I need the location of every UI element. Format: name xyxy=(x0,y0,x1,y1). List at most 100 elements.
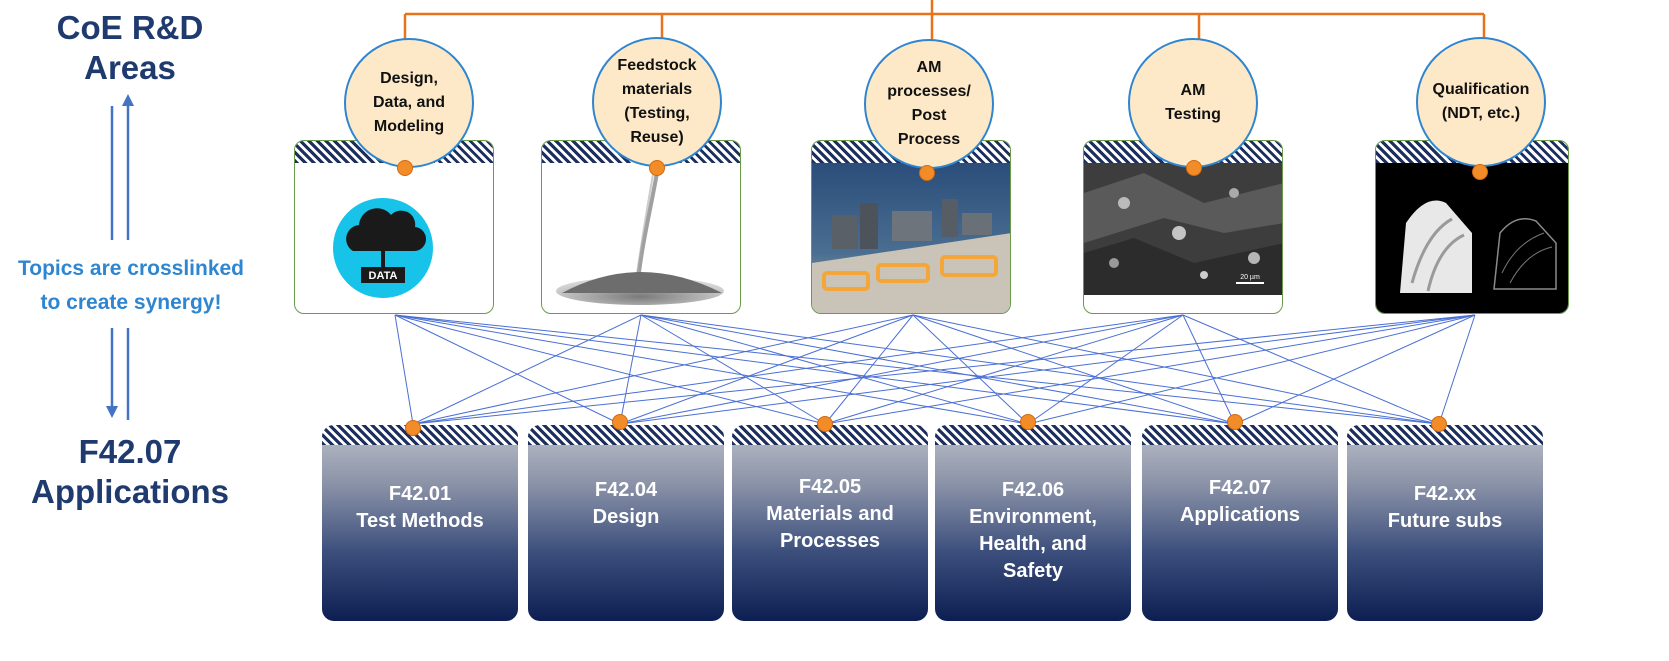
crosslink-note: Topics are crosslinked to create synergy… xyxy=(0,252,262,320)
crosslink-line xyxy=(394,314,1029,425)
crosslink-line xyxy=(394,314,1236,425)
area-card-feedstock xyxy=(541,140,741,314)
side-arrows xyxy=(106,94,134,420)
area-card-am-testing: 20 µm xyxy=(1083,140,1283,314)
sub-name: Design xyxy=(592,506,660,528)
crosslink-line xyxy=(619,314,1476,425)
crosslink-line xyxy=(412,314,642,425)
sub-name: Environment, xyxy=(969,506,1097,528)
circle-line: AM xyxy=(1180,82,1206,99)
hatch-band xyxy=(528,425,724,445)
crosslink-line xyxy=(394,314,621,425)
circle-line: Feedstock xyxy=(617,57,697,74)
sub-name: Future subs xyxy=(1387,510,1503,532)
sub-code: F42.01 xyxy=(388,483,452,505)
area-card-am-processes xyxy=(811,140,1011,314)
crosslink-line xyxy=(640,314,1029,425)
crosslink-line xyxy=(912,314,1029,425)
crosslink-line xyxy=(394,314,826,425)
sub-name: Safety xyxy=(1002,560,1064,582)
crosslink-line xyxy=(1182,314,1236,425)
crosslink-line xyxy=(1438,314,1476,425)
area-qualification-circle: Qualification (NDT, etc.) xyxy=(1416,37,1546,167)
hatch-band xyxy=(1347,425,1543,445)
top-tree-lines xyxy=(403,0,1486,40)
area-am-testing-circle: AM Testing xyxy=(1128,38,1258,168)
crosslink-line xyxy=(824,314,914,425)
sub-connector-dot xyxy=(1431,416,1447,432)
area-connector-dot xyxy=(919,165,935,181)
area-card-design: DATA xyxy=(294,140,494,314)
title-line: F42.07 xyxy=(78,433,182,470)
crosslink-line xyxy=(1234,314,1476,425)
crosslink-line xyxy=(824,314,1476,425)
sub-name: Health, and xyxy=(979,533,1087,555)
sub-code: F42.07 xyxy=(1208,477,1272,499)
crosslink-lines xyxy=(394,314,1476,425)
sub-code: F42.06 xyxy=(1001,479,1065,501)
crosslink-line xyxy=(412,314,1476,425)
circle-line: Testing xyxy=(1165,106,1221,123)
arrow-head-up xyxy=(122,94,134,106)
hatch-band xyxy=(1142,425,1338,445)
crosslink-line xyxy=(619,314,642,425)
crosslink-line xyxy=(619,314,1184,425)
scale-bar-label: 20 µm xyxy=(1240,274,1260,281)
circle-line: (NDT, etc.) xyxy=(1441,105,1521,122)
circle-line: Reuse) xyxy=(630,129,684,146)
sub-connector-dot xyxy=(405,420,421,436)
sub-connector-dot xyxy=(1227,414,1243,430)
title-line: Areas xyxy=(84,49,176,86)
crosslink-line xyxy=(640,314,1440,425)
area-connector-dot xyxy=(397,160,413,176)
crosslink-line xyxy=(412,314,1184,425)
sub-connector-dot xyxy=(612,414,628,430)
title-line: CoE R&D xyxy=(56,9,204,46)
circle-line: (Testing, xyxy=(624,105,690,122)
circle-line: processes/ xyxy=(887,83,971,100)
area-connector-dot xyxy=(649,160,665,176)
sub-name: Applications xyxy=(1179,504,1300,526)
sub-name: Materials and xyxy=(766,503,894,525)
sub-connector-dot xyxy=(1020,414,1036,430)
crosslink-line xyxy=(912,314,1236,425)
crosslink-line xyxy=(640,314,1236,425)
coe-rd-areas-title: CoE R&D Areas xyxy=(0,8,260,88)
hatch-band xyxy=(322,425,518,445)
sub-name: Test Methods xyxy=(356,510,484,532)
hatch-band xyxy=(935,425,1131,445)
impeller-scan-photo xyxy=(1376,163,1568,313)
powder-pile-photo xyxy=(542,163,740,313)
circle-line: Data, and xyxy=(372,94,445,111)
area-feedstock-circle: Feedstock materials (Testing, Reuse) xyxy=(592,37,722,167)
crosslink-line xyxy=(619,314,914,425)
area-connector-dot xyxy=(1186,160,1202,176)
crosslink-line xyxy=(412,314,914,425)
sub-code: F42.04 xyxy=(594,479,658,501)
circle-line: Qualification xyxy=(1432,81,1530,98)
crosslink-line xyxy=(1027,314,1476,425)
circle-line: Post xyxy=(911,107,947,124)
circle-line: Modeling xyxy=(373,118,445,135)
crosslink-line xyxy=(1182,314,1440,425)
micrograph-photo: 20 µm xyxy=(1084,163,1282,313)
crosslink-line xyxy=(394,314,414,425)
crosslink-line xyxy=(824,314,1184,425)
note-line: to create synergy! xyxy=(40,291,222,314)
cloud-data-icon: DATA xyxy=(295,163,493,313)
sub-code: F42.05 xyxy=(798,476,862,498)
crosslink-line xyxy=(640,314,826,425)
circle-line: AM xyxy=(916,59,942,76)
circle-line: materials xyxy=(621,81,693,98)
area-connector-dot xyxy=(1472,164,1488,180)
arrow-head-down xyxy=(106,406,118,418)
f42-07-applications-title: F42.07 Applications xyxy=(0,432,260,512)
am-process-photo xyxy=(812,163,1010,313)
